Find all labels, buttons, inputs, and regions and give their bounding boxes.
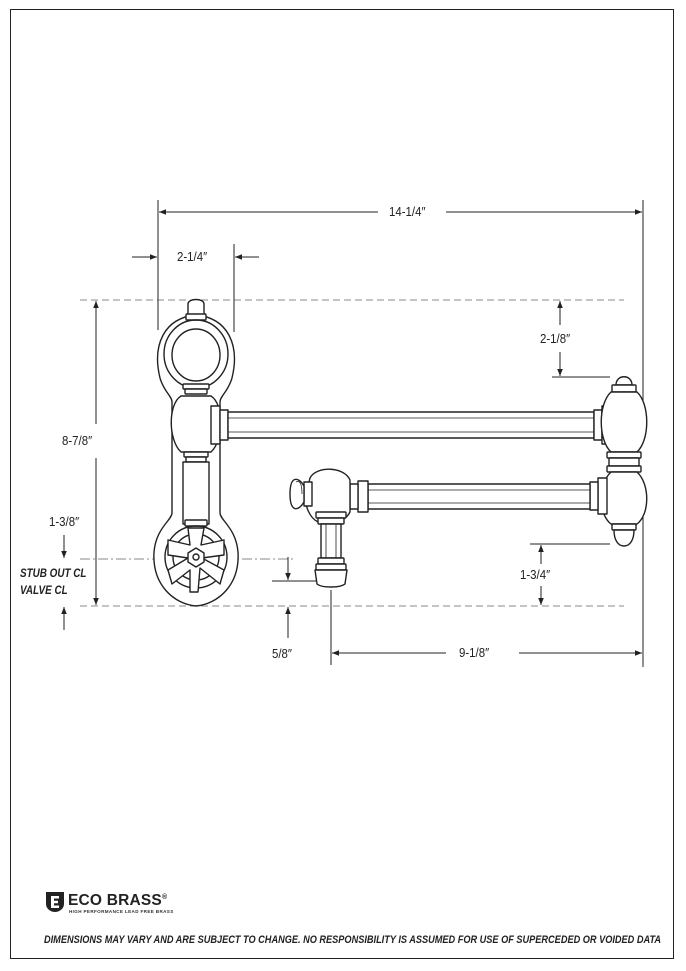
- eco-brass-shield-icon: [46, 892, 64, 912]
- dimension-lines: [61, 209, 642, 656]
- mount-knuckle: [170, 395, 222, 453]
- dim-arm-to-bottom: 1-3/4″: [520, 567, 551, 582]
- dim-stub-out-offset: 1-3/8″: [49, 514, 80, 529]
- spout-body: [320, 523, 342, 559]
- label-valve-cl: VALVE CL: [20, 585, 68, 597]
- dim-overall-height: 8-7/8″: [62, 433, 93, 448]
- brand-name: ECO BRASS®: [68, 892, 168, 909]
- footer-disclaimer: DIMENSIONS MAY VARY AND ARE SUBJECT TO C…: [44, 934, 662, 946]
- pivot-lower-ball: [600, 471, 648, 525]
- lower-swing-arm: [367, 483, 591, 510]
- dim-escutcheon-width: 2-1/4″: [177, 249, 208, 264]
- faucet-outline: [153, 298, 648, 607]
- mount-finial: [187, 298, 205, 317]
- mount-stem: [182, 461, 210, 525]
- valve-hex-nut: [187, 547, 205, 568]
- spout-shutoff-knob: [289, 478, 305, 510]
- pivot-finial-bottom: [613, 529, 635, 547]
- registered-mark: ®: [161, 893, 168, 901]
- extension-lines: [157, 200, 644, 667]
- lower-arm-collar-right: [597, 477, 608, 515]
- upper-swing-arm: [227, 411, 595, 439]
- mount-ring-inner: [171, 328, 221, 382]
- spout-aerator: [314, 569, 348, 588]
- dim-overall-width: 14-1/4″: [389, 204, 426, 219]
- upper-arm-collar-left: [210, 405, 221, 445]
- dim-spout-height: 5/8″: [272, 646, 292, 661]
- label-stub-out-cl: STUB OUT CL: [20, 568, 87, 580]
- pivot-finial-top: [615, 376, 633, 386]
- pivot-upper-ball: [600, 391, 648, 453]
- dim-top-to-arm: 2-1/8″: [540, 331, 571, 346]
- brand-tagline: HIGH PERFORMANCE LEAD FREE BRASS: [69, 909, 174, 914]
- dim-spout-reach: 9-1/8″: [459, 645, 490, 660]
